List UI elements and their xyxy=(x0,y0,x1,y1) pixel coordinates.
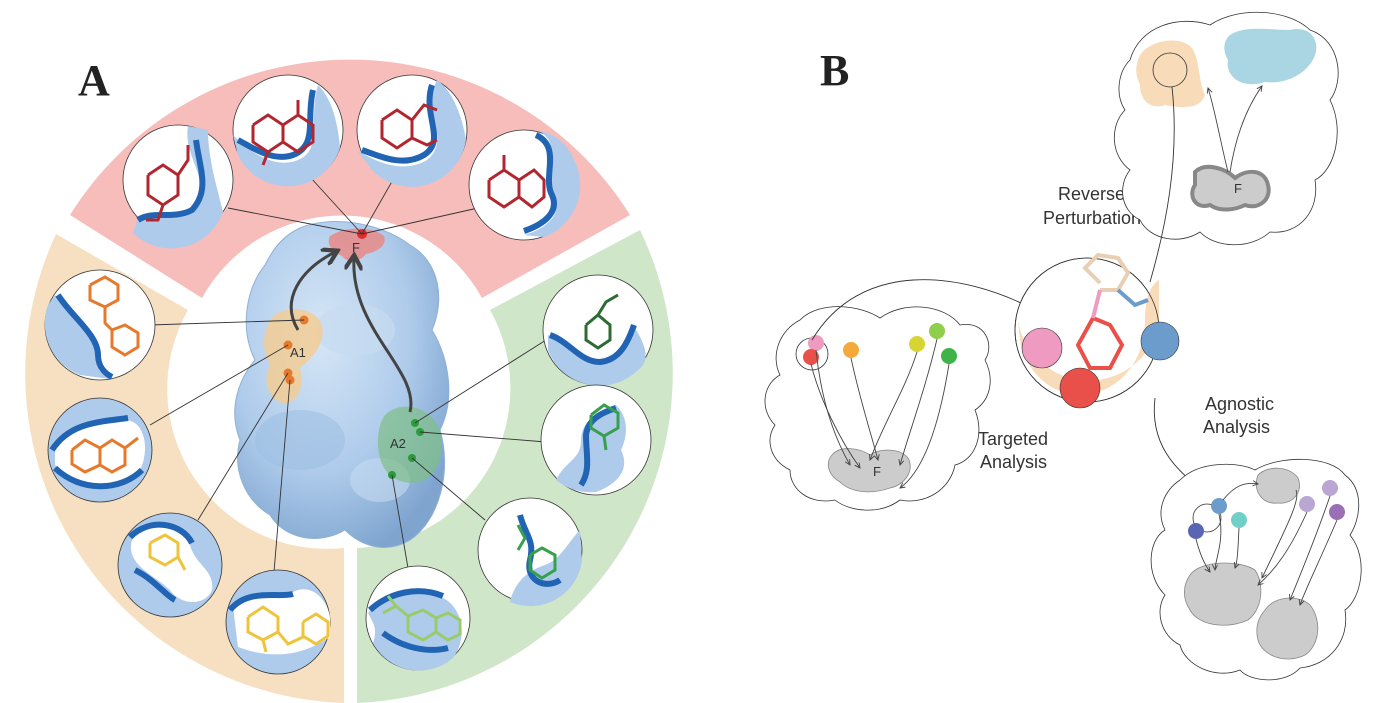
reverse-label: Reverse Perturbation xyxy=(1043,184,1141,228)
ligand-circle-lightgreen xyxy=(365,565,471,671)
reverse-f-label: F xyxy=(1234,181,1242,196)
ligand-circle-green-2 xyxy=(477,497,583,607)
panel-b: B F Targeted Analysis xyxy=(764,11,1362,681)
agnostic-purple-dot xyxy=(1329,504,1345,520)
site-a2-patch xyxy=(377,406,442,483)
ligand-circle-yellow-2 xyxy=(225,569,331,675)
targeted-cell-outline xyxy=(764,306,991,511)
ligand-circle-red-3 xyxy=(356,74,468,187)
targeted-label: Targeted Analysis xyxy=(978,429,1053,472)
targeted-yellow-dot xyxy=(909,336,925,352)
protein-surface xyxy=(234,221,450,548)
central-red-dot xyxy=(1059,367,1101,409)
ligand-circle-orange-2 xyxy=(47,397,153,503)
agnostic-label: Agnostic Analysis xyxy=(1203,394,1279,437)
targeted-f-label: F xyxy=(873,464,881,479)
targeted-lightgreen-dot xyxy=(929,323,945,339)
site-a1-label: A1 xyxy=(290,345,306,360)
agnostic-teal-dot xyxy=(1231,512,1247,528)
site-f-label: F xyxy=(352,240,360,255)
agnostic-focus-ring xyxy=(1192,503,1222,533)
link-reverse xyxy=(1149,86,1175,283)
targeted-pink-dot xyxy=(808,335,824,351)
reverse-blue-site xyxy=(1224,28,1317,85)
reverse-arrow-1 xyxy=(1208,88,1229,173)
targeted-arrows xyxy=(810,338,950,488)
connector-lines xyxy=(149,149,547,573)
targeted-orange-dot xyxy=(843,342,859,358)
site-a1-patch xyxy=(264,309,323,404)
reverse-peach-site xyxy=(1136,40,1205,108)
targeted-green-dot xyxy=(941,348,957,364)
agnostic-indigo-dot xyxy=(1188,523,1204,539)
ligand-circle-red-4 xyxy=(468,129,581,241)
ligand-circle-darkgreen xyxy=(542,274,654,386)
central-pink-dot xyxy=(1021,327,1063,369)
targeted-red-dot xyxy=(803,349,819,365)
link-targeted xyxy=(811,279,1036,341)
agnostic-gray-top xyxy=(1255,467,1300,504)
site-a2-label: A2 xyxy=(390,436,406,451)
agnostic-gray-left xyxy=(1183,562,1262,626)
agnostic-lavender-dot-2 xyxy=(1322,480,1338,496)
ligand-circle-red-2 xyxy=(232,74,344,187)
central-ligand xyxy=(1075,252,1149,370)
reverse-f-site xyxy=(1190,164,1271,212)
agnostic-arrows xyxy=(1195,483,1338,605)
panel-b-letter: B xyxy=(820,46,849,95)
reverse-focus-ring xyxy=(1152,52,1188,88)
site-f-patch xyxy=(328,228,385,262)
reverse-arrow-2 xyxy=(1229,86,1262,173)
agnostic-blue-dot xyxy=(1211,498,1227,514)
panel-a: A A1 A2 F xyxy=(25,56,673,703)
a2-to-f-arrow xyxy=(354,258,413,413)
central-blue-dot xyxy=(1140,321,1180,361)
panel-a-letter: A xyxy=(78,56,110,105)
ligand-circle-yellow-1 xyxy=(117,512,223,618)
ligand-circle-orange-1 xyxy=(44,269,156,381)
agnostic-lavender-dot xyxy=(1299,496,1315,512)
ligand-circle-red-1 xyxy=(122,124,234,249)
agnostic-gray-right xyxy=(1256,597,1319,660)
red-sector xyxy=(70,59,630,299)
ligand-circle-green xyxy=(540,384,652,496)
